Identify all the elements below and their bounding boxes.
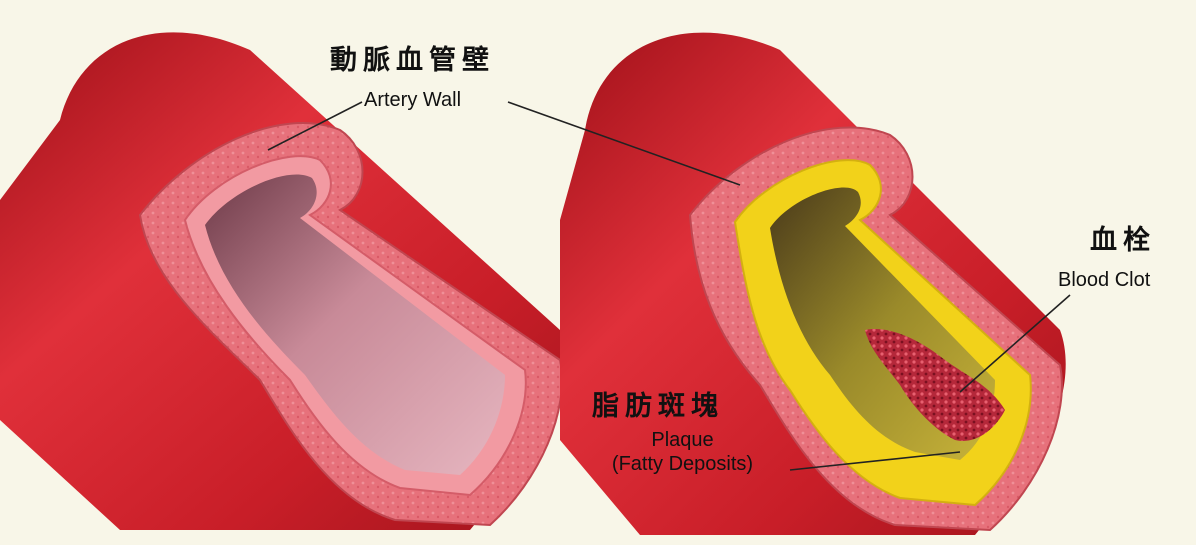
plaque-label-en: Plaque (Fatty Deposits) bbox=[585, 428, 780, 476]
plaque-label-zh: 脂肪斑塊 bbox=[592, 384, 724, 423]
plaque-label-en-line1: Plaque bbox=[585, 428, 780, 452]
blood-clot-label-zh: 血栓 bbox=[1090, 218, 1156, 257]
artery-wall-label-zh: 動脈血管壁 bbox=[330, 38, 495, 77]
healthy-artery bbox=[0, 32, 566, 530]
artery-wall-label-en: Artery Wall bbox=[364, 88, 461, 112]
blood-clot-label-en: Blood Clot bbox=[1058, 268, 1150, 292]
plaque-label-en-line2: (Fatty Deposits) bbox=[585, 452, 780, 476]
